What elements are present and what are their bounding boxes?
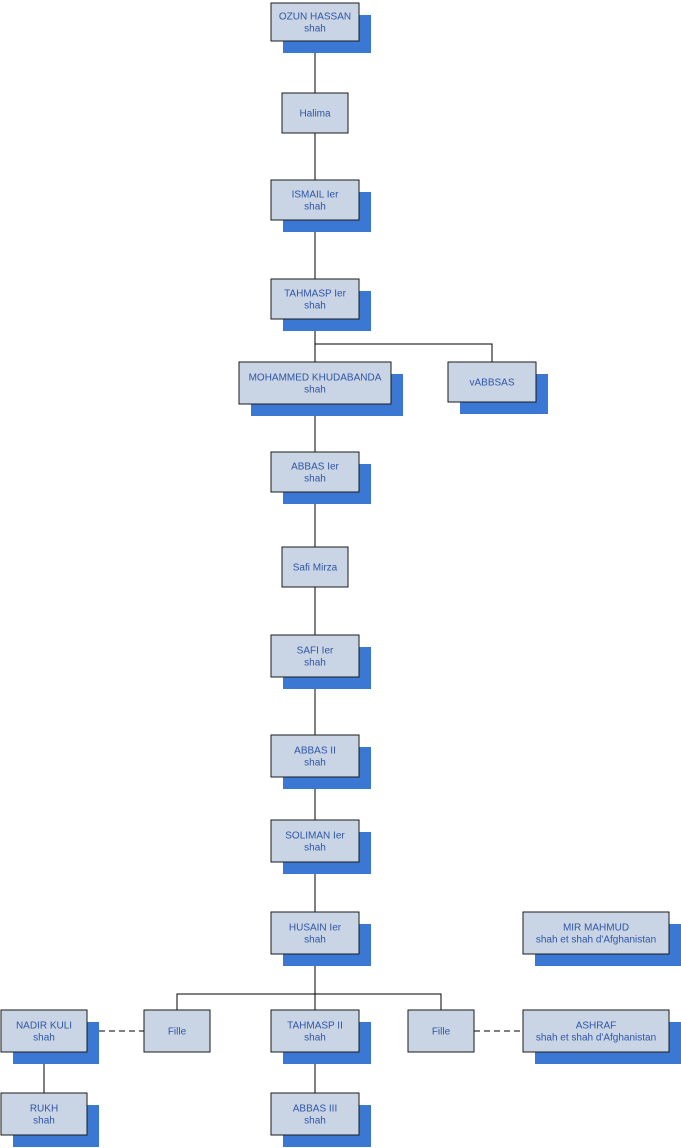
node-name-label: ISMAIL Ier: [292, 190, 340, 201]
node-box: [281, 546, 349, 588]
node-name-label: HUSAIN Ier: [289, 923, 342, 934]
node-fille-left: Fille: [143, 1009, 211, 1053]
node-name-label: SOLIMAN Ier: [285, 831, 345, 842]
node-name-label: TAHMASP Ier: [284, 289, 347, 300]
node-box: [270, 634, 360, 678]
node-title-label: shah et shah d'Afghanistan: [536, 935, 656, 946]
node-box: [270, 1092, 360, 1136]
connector-husain-1-to-fille-right: [314, 954, 442, 1010]
node-title-label: shah: [304, 202, 326, 213]
node-box: [281, 92, 349, 134]
node-name-label: NADIR KULI: [16, 1021, 72, 1032]
node-box: [0, 1092, 88, 1136]
node-vabbsas: vABBSAS: [447, 361, 548, 414]
node-safi-mirza: Safi Mirza: [281, 546, 349, 588]
node-name-label: ABBAS III: [293, 1104, 337, 1115]
node-title-label: shah: [304, 385, 326, 396]
node-box: [270, 1009, 360, 1053]
node-title-label: shah: [304, 758, 326, 769]
node-title-label: shah: [304, 1116, 326, 1127]
node-title-label: shah: [304, 935, 326, 946]
node-title-label: shah: [304, 843, 326, 854]
node-box: [522, 1009, 670, 1053]
node-name-label: Fille: [168, 1027, 187, 1038]
node-title-label: shah: [304, 1033, 326, 1044]
node-halima: Halima: [281, 92, 349, 134]
node-title-label: shah: [33, 1033, 55, 1044]
node-name-label: Fille: [432, 1027, 451, 1038]
node-fille-right: Fille: [407, 1009, 475, 1053]
node-box: [270, 2, 360, 42]
node-box: [270, 734, 360, 778]
node-box: [270, 278, 360, 320]
node-title-label: shah: [304, 24, 326, 35]
connector-tahmasp-1-to-vabbsas: [314, 319, 493, 362]
node-title-label: shah: [304, 474, 326, 485]
node-box: [447, 361, 537, 403]
node-name-label: OZUN HASSAN: [279, 12, 351, 23]
node-name-label: MIR MAHMUD: [563, 923, 629, 934]
node-name-label: Safi Mirza: [293, 563, 338, 574]
node-box: [522, 911, 670, 955]
node-box: [270, 179, 360, 221]
node-name-label: TAHMASP II: [287, 1021, 343, 1032]
node-box: [143, 1009, 211, 1053]
node-title-label: shah et shah d'Afghanistan: [536, 1033, 656, 1044]
node-name-label: ABBAS Ier: [291, 462, 339, 473]
node-title-label: shah: [304, 658, 326, 669]
node-title-label: shah: [304, 301, 326, 312]
node-box: [270, 451, 360, 493]
node-box: [407, 1009, 475, 1053]
node-name-label: MOHAMMED KHUDABANDA: [249, 373, 382, 384]
node-name-label: Halima: [299, 109, 331, 120]
node-box: [270, 819, 360, 863]
node-box: [270, 911, 360, 955]
node-name-label: ASHRAF: [576, 1021, 617, 1032]
node-box: [238, 361, 392, 405]
node-name-label: RUKH: [30, 1104, 58, 1115]
node-name-label: SAFI Ier: [297, 646, 334, 657]
node-name-label: vABBSAS: [469, 378, 514, 389]
node-title-label: shah: [33, 1116, 55, 1127]
node-box: [0, 1009, 88, 1053]
node-name-label: ABBAS II: [294, 746, 336, 757]
